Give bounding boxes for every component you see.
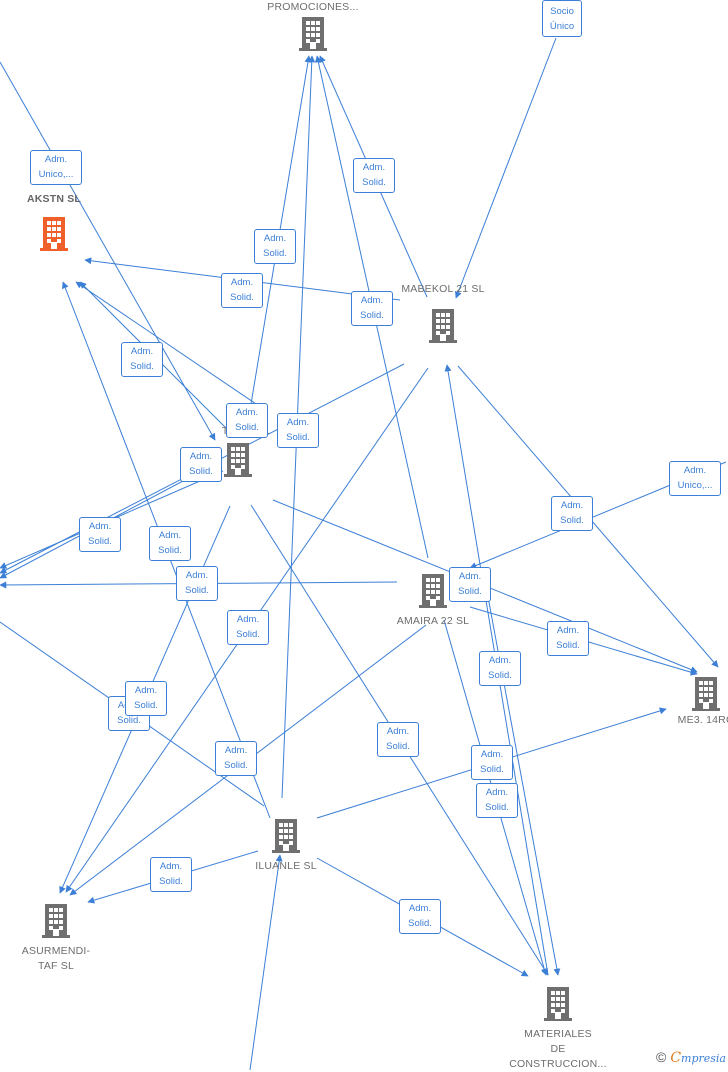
- company-node-amaira[interactable]: AMAIRA 22 SL: [363, 572, 503, 629]
- relation-label[interactable]: Adm. Unico,...: [30, 150, 82, 185]
- relation-label[interactable]: Adm. Solid.: [215, 741, 257, 776]
- relation-label[interactable]: Adm. Solid.: [254, 229, 296, 264]
- relation-label[interactable]: Adm. Solid.: [476, 783, 518, 818]
- building-icon: [419, 572, 447, 608]
- relation-label[interactable]: Adm. Solid.: [180, 447, 222, 482]
- relation-label[interactable]: Adm. Solid.: [377, 722, 419, 757]
- relation-edge: [249, 854, 283, 1070]
- copyright-symbol: ©: [655, 1049, 667, 1065]
- building-icon: [429, 307, 457, 343]
- relation-label[interactable]: Adm. Solid.: [221, 273, 263, 308]
- relation-label[interactable]: Adm. Solid.: [176, 566, 218, 601]
- relation-label[interactable]: Adm. Solid.: [227, 610, 269, 645]
- company-name: ILUANLE SL: [255, 860, 317, 872]
- relation-label[interactable]: Adm. Solid.: [547, 621, 589, 656]
- relation-edge: [0, 61, 216, 441]
- company-node-me3[interactable]: ME3. 14RO: [636, 675, 728, 728]
- building-icon: [544, 985, 572, 1021]
- company-name: ASURMENDI- TAF SL: [21, 945, 91, 972]
- company-name: PROMOCIONES...: [267, 1, 359, 13]
- relation-label[interactable]: Adm. Solid.: [399, 899, 441, 934]
- company-node-akstn[interactable]: AKSTN SL: [0, 192, 124, 251]
- relation-label[interactable]: Adm. Solid.: [277, 413, 319, 448]
- relation-label[interactable]: Adm. Solid.: [149, 526, 191, 561]
- relation-label[interactable]: Adm. Solid.: [125, 681, 167, 716]
- relation-label[interactable]: Adm. Solid.: [121, 342, 163, 377]
- relation-label[interactable]: Adm. Solid.: [551, 496, 593, 531]
- building-icon: [224, 441, 252, 477]
- relation-label[interactable]: Adm. Solid.: [79, 517, 121, 552]
- copyright-footer: ©Cmpresia: [656, 1049, 726, 1066]
- building-icon: [272, 817, 300, 853]
- building-icon: [299, 15, 327, 51]
- company-node-asurmendi[interactable]: ASURMENDI- TAF SL: [0, 902, 126, 974]
- brand-initial: C: [670, 1050, 682, 1066]
- relation-label[interactable]: Adm. Solid.: [353, 158, 395, 193]
- building-icon: [40, 215, 68, 251]
- building-icon: [42, 902, 70, 938]
- relation-edge: [75, 281, 263, 409]
- relation-edge: [485, 585, 561, 976]
- relation-label[interactable]: Adm. Solid.: [449, 567, 491, 602]
- company-node-promo[interactable]: PROMOCIONES...: [243, 0, 383, 51]
- brand-name: mpresia: [681, 1052, 726, 1065]
- relation-label[interactable]: Adm. Solid.: [150, 857, 192, 892]
- relation-label[interactable]: Adm. Solid.: [479, 651, 521, 686]
- relation-edge: [454, 37, 557, 299]
- company-node-mabekol[interactable]: MABEKOL 21 SL: [373, 282, 513, 343]
- company-node-materiales[interactable]: MATERIALES DE CONSTRUCCION...: [488, 985, 628, 1072]
- relation-label[interactable]: Adm. Solid.: [351, 291, 393, 326]
- relation-label[interactable]: Socio Único: [542, 0, 582, 37]
- company-node-iluanle[interactable]: ILUANLE SL: [216, 817, 356, 874]
- relation-label[interactable]: Adm. Solid.: [226, 403, 268, 438]
- relation-label[interactable]: Adm. Unico,...: [669, 461, 721, 496]
- company-name: MATERIALES DE CONSTRUCCION...: [509, 1028, 607, 1070]
- relation-label[interactable]: Adm. Solid.: [471, 745, 513, 780]
- company-name: AKSTN SL: [26, 193, 82, 205]
- building-icon: [692, 675, 720, 711]
- company-name: MABEKOL 21 SL: [401, 283, 485, 295]
- company-name: ME3. 14RO: [677, 714, 728, 726]
- company-name: AMAIRA 22 SL: [396, 615, 470, 627]
